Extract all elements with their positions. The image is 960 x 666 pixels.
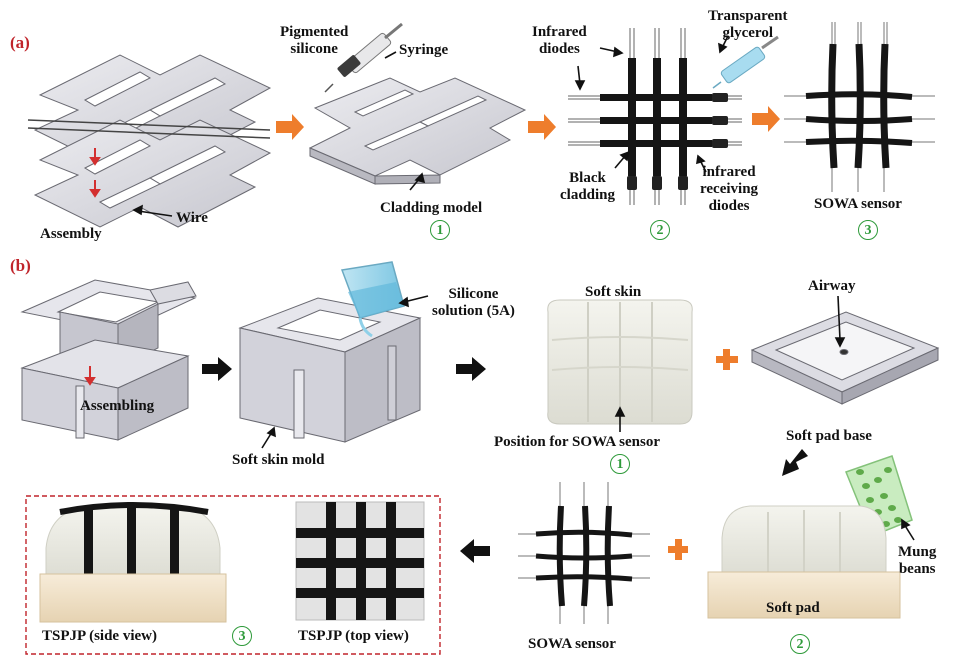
label-position-sowa: Position for SOWA sensor (494, 434, 660, 450)
step-number-a3: 3 (858, 220, 878, 240)
label-mung-beans: Mung beans (898, 544, 937, 577)
black-arrows-b (202, 357, 808, 563)
glycerol-syringe (712, 35, 779, 89)
sensor-pointers (574, 35, 729, 173)
mung-beans-beaker (845, 455, 913, 537)
silicone-beaker (340, 261, 405, 338)
tspjp-top-photo (295, 501, 425, 621)
airway-pointer (834, 295, 846, 348)
label-cladding-model: Cladding model (380, 200, 483, 216)
label-assembly: Assembly (40, 226, 102, 242)
label-infrared-receiving-diodes: infrared receiving diodes (700, 164, 759, 214)
soft-skin-pointer (614, 406, 626, 432)
sensor-with-diodes (568, 28, 742, 205)
soft-pad (707, 505, 901, 619)
label-tspjp-top: TSPJP (top view) (298, 628, 409, 644)
soft-pad-base (750, 311, 940, 405)
label-assembling: Assembling (80, 398, 155, 414)
sowa-sensor-a (784, 22, 935, 192)
orange-arrows-a (276, 106, 780, 140)
syringe (324, 22, 403, 93)
tspjp-dashed-box (25, 495, 441, 655)
step-number-b2: 2 (790, 634, 810, 654)
soft-skin-mold (238, 297, 422, 443)
mold-pointers (261, 295, 429, 449)
label-sowa-sensor-b: SOWA sensor (528, 636, 616, 652)
assembling-red-arrow (84, 366, 96, 386)
assembly-mold (27, 54, 272, 228)
label-airway: Airway (808, 278, 856, 294)
beans-pointer (901, 518, 915, 541)
step-number-a1: 1 (430, 220, 450, 240)
label-silicone-solution: Silicone solution (5A) (432, 286, 515, 319)
label-sowa-sensor-a: SOWA sensor (814, 196, 902, 212)
label-transparent-glycerol: Transparent glycerol (708, 8, 788, 41)
assembling-mold (20, 279, 197, 441)
label-soft-pad-base: Soft pad base (786, 428, 872, 444)
assembly-red-arrows (89, 148, 101, 198)
label-soft-skin-mold: Soft skin mold (232, 452, 325, 468)
step-number-b3: 3 (232, 626, 252, 646)
assembly-pointers (132, 204, 173, 217)
orange-plus-2 (668, 539, 688, 560)
label-tspjp-side: TSPJP (side view) (42, 628, 157, 644)
step-number-a2: 2 (650, 220, 670, 240)
cladding-model (308, 77, 527, 185)
panel-label-a: (a) (10, 33, 30, 52)
soft-skin (547, 299, 693, 425)
label-infrared-diodes: Infrared diodes (532, 24, 587, 57)
cladding-pointers (384, 51, 426, 191)
sowa-sensor-b (518, 482, 650, 624)
label-syringe: Syringe (399, 42, 449, 58)
tspjp-side-photo (38, 502, 228, 624)
label-wire: Wire (176, 210, 208, 226)
orange-plus-1 (716, 349, 738, 370)
label-black-cladding: Black cladding (560, 170, 616, 203)
step-number-b1: 1 (610, 454, 630, 474)
panel-label-b: (b) (10, 256, 31, 275)
label-soft-skin: Soft skin (585, 284, 642, 300)
label-pigmented-silicone: Pigmented silicone (280, 24, 349, 57)
label-soft-pad: Soft pad (766, 600, 820, 616)
